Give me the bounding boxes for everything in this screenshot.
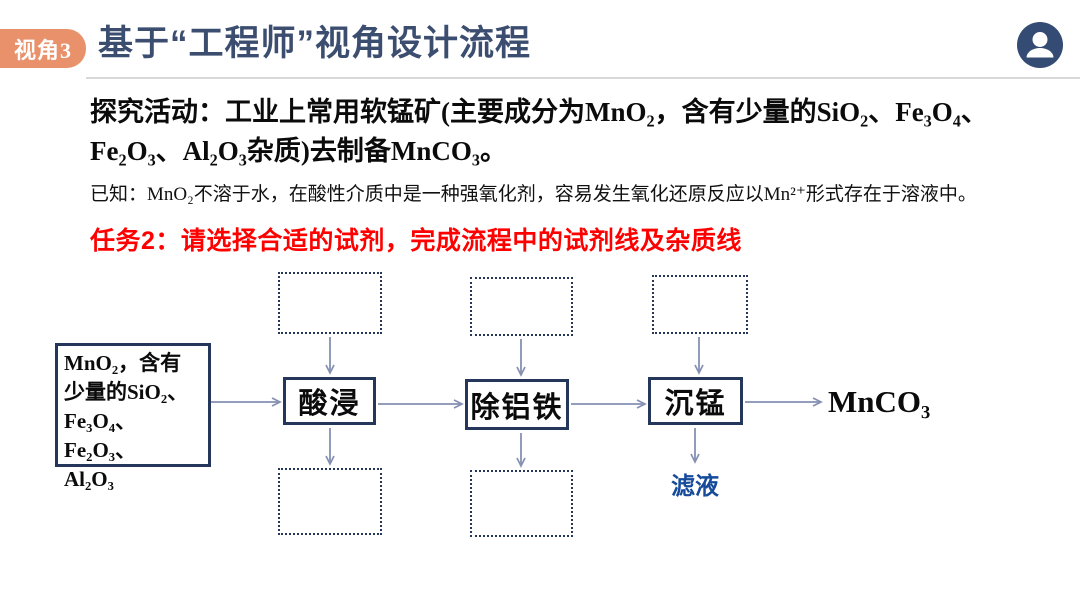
- activity-text: 探究活动：工业上常用软锰矿(主要成分为MnO₂，含有少量的SiO₂、Fe₃O₄、…: [90, 93, 1040, 171]
- flow-arrows: [211, 337, 823, 468]
- step-box-remove-al-fe: 除铝铁: [465, 379, 569, 430]
- source-line-3: Fe₃O₄、Fe₂O₃、: [64, 408, 137, 462]
- source-line-2: 少量的SiO₂、: [64, 379, 189, 404]
- known-note: 已知：MnO₂不溶于水，在酸性介质中是一种强氧化剂，容易发生氧化还原反应以Mn²…: [90, 184, 977, 205]
- impurity-blank-box-2: [470, 470, 573, 537]
- reagent-blank-box-2: [470, 277, 573, 336]
- activity-line-2: Fe₂O₃、Al₂O₃杂质)去制备MnCO₃。: [90, 136, 507, 167]
- filtrate-label: 滤液: [671, 473, 719, 500]
- activity-line-1: 探究活动：工业上常用软锰矿(主要成分为MnO₂，含有少量的SiO₂、Fe₃O₄、: [90, 97, 988, 127]
- header-divider: [86, 77, 1080, 79]
- process-flow-diagram: MnO₂，含有 少量的SiO₂、 Fe₃O₄、Fe₂O₃、 Al₂O₃ 酸浸 除…: [0, 260, 1080, 608]
- product-label: MnCO₃: [828, 384, 931, 419]
- step-box-precipitate-mn: 沉锰: [648, 377, 743, 425]
- impurity-blank-box-1: [278, 468, 382, 535]
- source-line-1: MnO₂，含有: [64, 351, 182, 375]
- person-icon: [1017, 22, 1063, 68]
- reagent-blank-box-3: [652, 275, 748, 334]
- source-material-box: MnO₂，含有 少量的SiO₂、 Fe₃O₄、Fe₂O₃、 Al₂O₃: [55, 343, 211, 491]
- step-box-acid-leaching: 酸浸: [283, 377, 376, 425]
- perspective-badge: 视角3: [0, 29, 86, 68]
- source-line-4: Al₂O₃: [64, 466, 114, 491]
- avatar: [1016, 21, 1064, 69]
- reagent-blank-box-1: [278, 272, 382, 334]
- page-title: 基于“工程师”视角设计流程: [98, 24, 532, 63]
- task-instruction: 任务2：请选择合适的试剂，完成流程中的试剂线及杂质线: [90, 227, 742, 255]
